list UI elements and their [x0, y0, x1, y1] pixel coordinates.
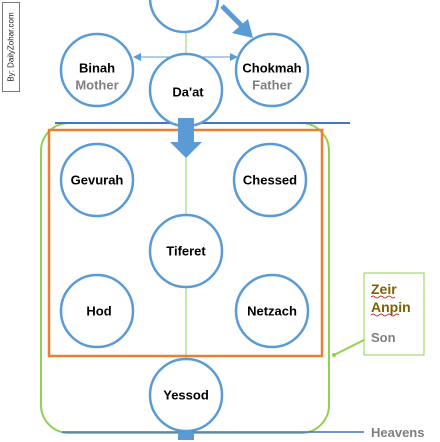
- daat-label: Da'at: [172, 84, 204, 100]
- credit-text: By: DailyZohar.com: [6, 12, 16, 82]
- son-label: Son: [371, 330, 396, 345]
- hod-circle: [59, 273, 135, 349]
- keter-circle: [148, 0, 220, 34]
- hod-label: Hod: [86, 303, 112, 319]
- zeir-anpin-line2: Anpin: [371, 299, 411, 315]
- binah-role-label: Mother: [75, 77, 119, 93]
- anpin-underline: [370, 313, 400, 317]
- binah-label: Binah: [78, 60, 116, 76]
- chokmah-role-label: Father: [252, 77, 292, 93]
- zeir-anpin-line1: Zeir: [371, 281, 397, 297]
- bottom-arrow-stub: [178, 432, 194, 440]
- yessod-circle: [148, 357, 224, 433]
- chessed-label: Chessed: [242, 172, 298, 188]
- gevurah-label: Gevurah: [70, 172, 124, 188]
- chokmah-side-arrowhead: [230, 53, 238, 61]
- netzach-label: Netzach: [247, 303, 297, 319]
- down-arrow-shaft: [178, 118, 194, 142]
- tiferet-label: Tiferet: [166, 243, 206, 259]
- callout-connector-dot: [332, 353, 336, 357]
- keter-to-chokmah-arrowhead: [232, 19, 253, 38]
- zeir-anpin-label: Zeir Anpin: [371, 280, 411, 316]
- gevurah-circle: [59, 142, 135, 218]
- keter-to-chokmah-arrow-shaft: [220, 4, 245, 29]
- tiferet-circle: [148, 213, 224, 289]
- callout-connector: [333, 339, 365, 356]
- heavens-label: Heavens: [371, 425, 425, 440]
- down-arrow-head: [170, 142, 202, 158]
- chessed-circle: [232, 142, 308, 218]
- chokmah-circle: [234, 32, 310, 108]
- binah-side-arrowhead: [133, 53, 141, 61]
- zeir-underline: [370, 295, 396, 299]
- yessod-label: Yessod: [163, 387, 209, 403]
- netzach-circle: [234, 273, 310, 349]
- binah-circle: [59, 32, 135, 108]
- chokmah-label: Chokmah: [242, 60, 302, 76]
- credit-label-box: By: DailyZohar.com: [2, 2, 20, 92]
